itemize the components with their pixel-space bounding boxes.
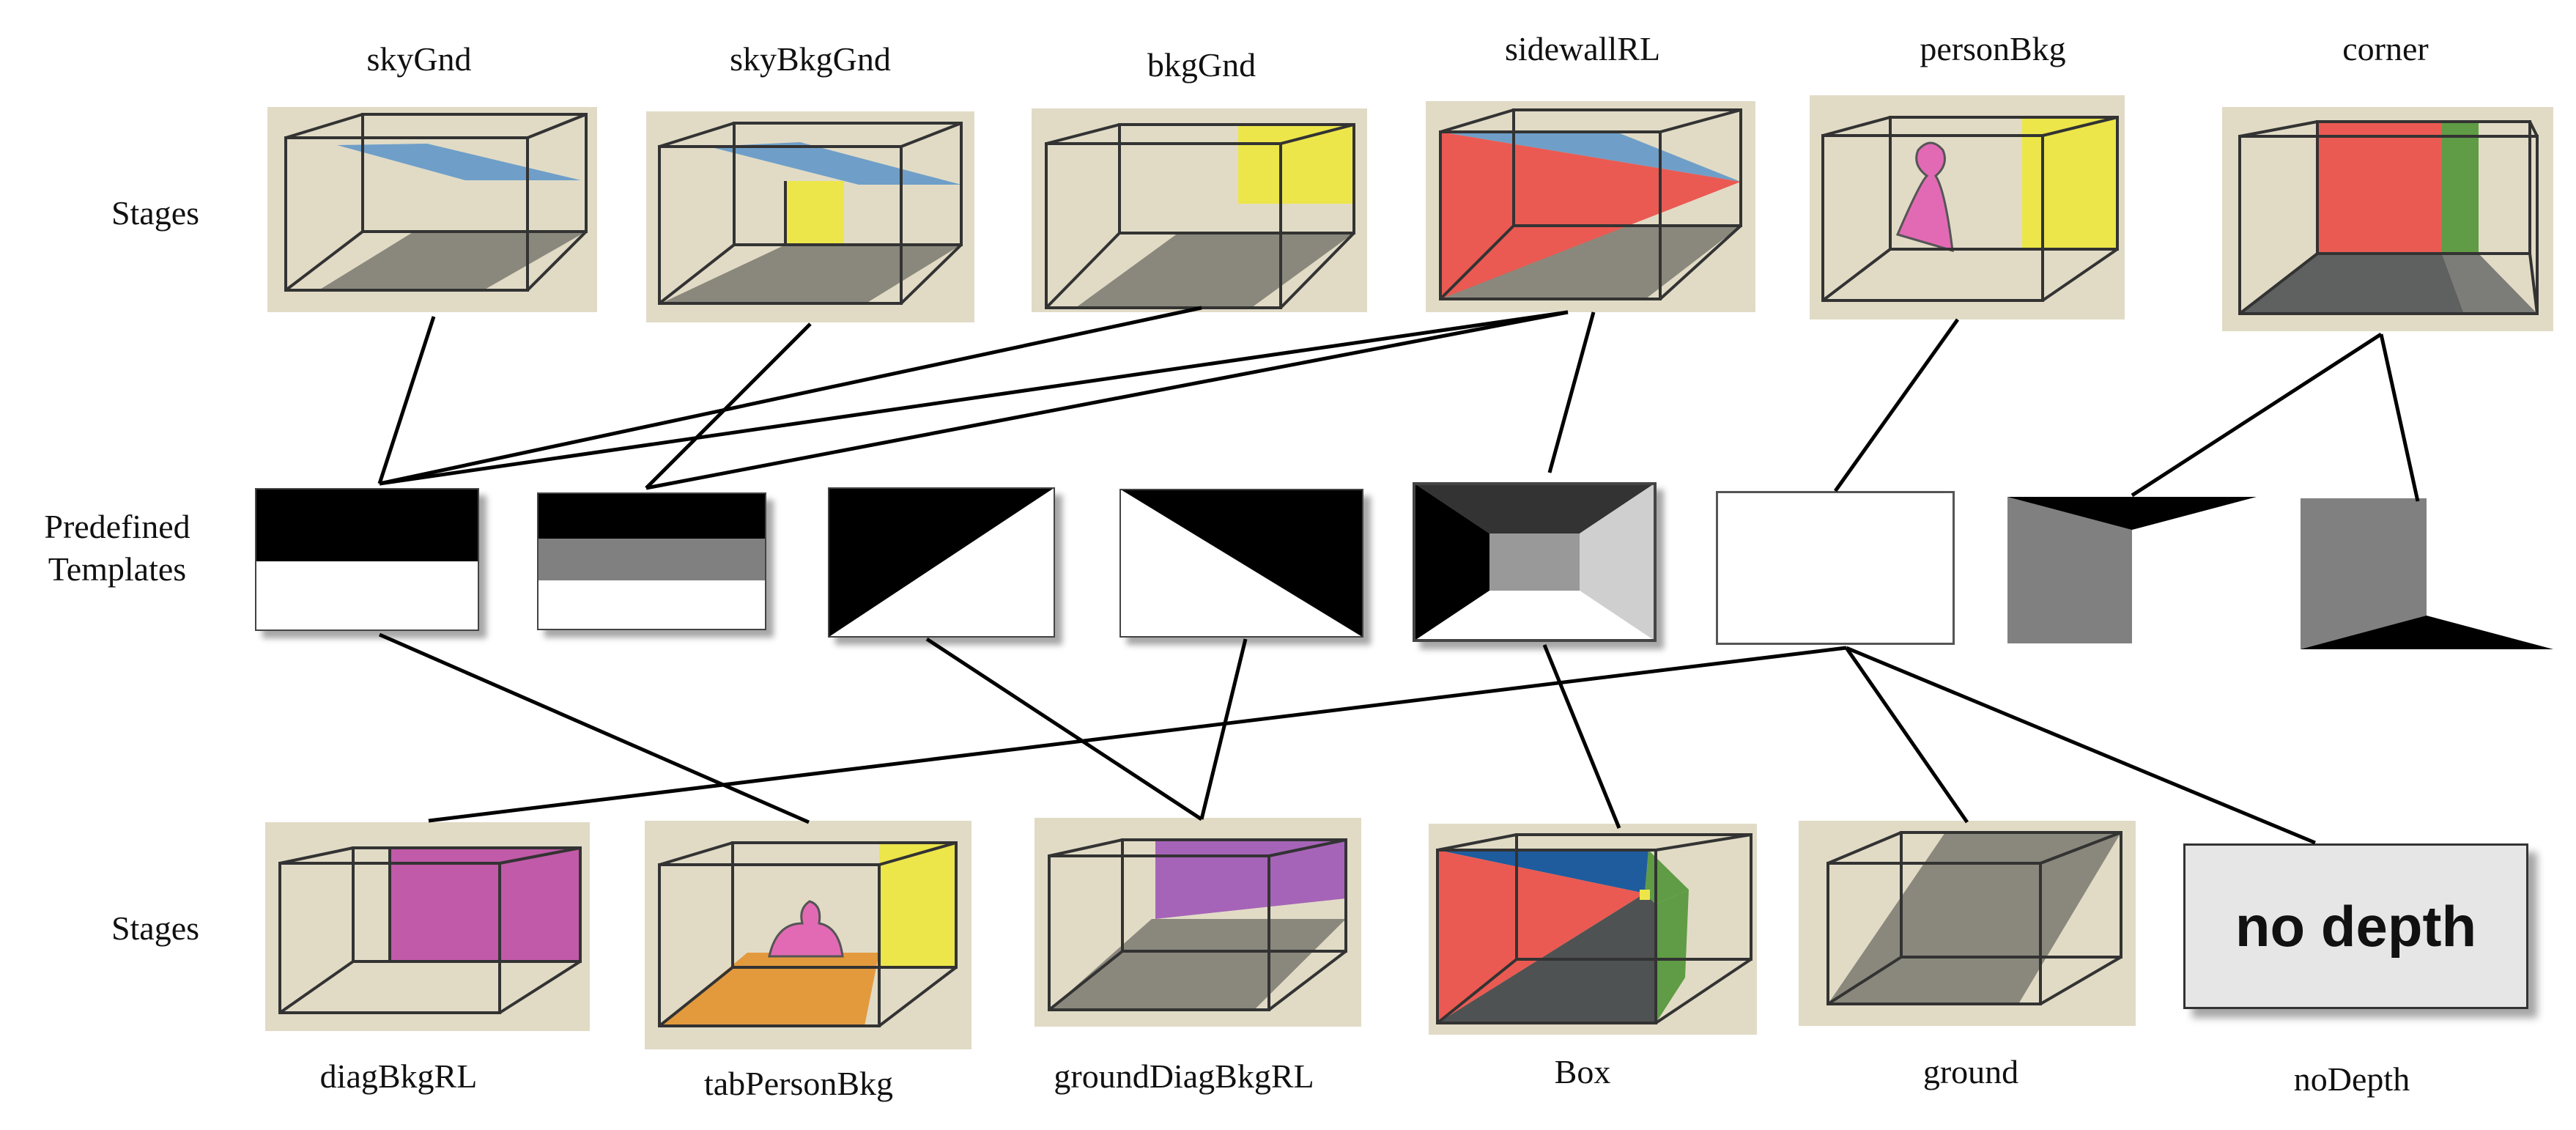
row-label-stages-bottom: Stages xyxy=(111,909,200,947)
no-depth-text: no depth xyxy=(2235,893,2477,959)
link-template1-tabpersonbkg xyxy=(378,632,810,824)
stage-diagbkgrl xyxy=(265,822,590,1031)
stage-nodepth-box: no depth xyxy=(2183,843,2528,1009)
stage-label-box: Box xyxy=(1554,1053,1611,1090)
stage-label-skybkggnd: skyBkgGnd xyxy=(730,40,891,78)
stage-box xyxy=(1429,824,1757,1035)
stage-skygnd xyxy=(267,107,597,312)
template-diagonal-right xyxy=(1119,489,1363,638)
link-template4-grounddiag xyxy=(1199,638,1248,820)
link-corner-template8 xyxy=(2379,333,2420,502)
link-template6-ground xyxy=(1844,646,1969,824)
stage-skybkggnd xyxy=(646,111,974,322)
stage-label-corner: corner xyxy=(2342,30,2429,67)
stage-label-tabpersonbkg: tabPersonBkg xyxy=(703,1065,894,1102)
stage-corner xyxy=(2222,107,2553,331)
template-sky-bkg-ground xyxy=(537,492,766,630)
template-diagonal-left xyxy=(828,487,1055,638)
link-personbkg-template6 xyxy=(1833,318,1960,492)
link-bkggnd-template1 xyxy=(379,306,1202,486)
link-sidewall-template5 xyxy=(1547,311,1596,473)
stage-tabpersonbkg xyxy=(645,821,971,1049)
stage-label-nodepth: noDepth xyxy=(2293,1060,2410,1098)
link-template5-box xyxy=(1542,644,1621,829)
template-box xyxy=(1413,482,1657,642)
link-template3-grounddiag xyxy=(925,637,1203,821)
link-skybkggnd-template2 xyxy=(645,322,812,490)
template-blank xyxy=(1716,491,1955,645)
stage-label-personbkg: personBkg xyxy=(1920,30,2066,67)
link-skygnd-template1 xyxy=(377,316,436,484)
template-corner-bottom xyxy=(2301,498,2553,649)
link-corner-template7 xyxy=(2131,332,2383,498)
row-label-stages-top: Stages xyxy=(111,194,200,232)
link-template6-diagbkgrl xyxy=(428,646,1847,823)
row-label-templates: Templates xyxy=(48,550,187,588)
stage-label-skygnd: skyGnd xyxy=(366,40,472,78)
stage-label-sidewallrl: sidewallRL xyxy=(1504,30,1661,67)
stage-personbkg xyxy=(1810,95,2125,320)
stage-label-bkggnd: bkgGnd xyxy=(1147,46,1256,84)
stage-sidewallrl xyxy=(1426,101,1755,312)
link-sidewall-template2 xyxy=(645,310,1569,490)
template-corner-top xyxy=(2007,497,2257,643)
stage-bkggnd xyxy=(1032,108,1367,312)
stage-label-ground: ground xyxy=(1922,1053,2019,1090)
row-label-predefined-templates: Predefined Templates xyxy=(44,506,190,590)
stage-grounddiagbkgrl xyxy=(1035,818,1361,1027)
stage-ground xyxy=(1799,821,2136,1026)
link-sidewall-template1 xyxy=(379,310,1569,486)
stage-label-diagbkgrl: diagBkgRL xyxy=(319,1057,478,1095)
row-label-predefined: Predefined xyxy=(44,508,190,545)
template-sky-ground xyxy=(255,488,479,631)
link-template6-nodepth xyxy=(1846,646,2316,845)
stage-label-grounddiagbkgrl: groundDiagBkgRL xyxy=(1054,1057,1314,1095)
